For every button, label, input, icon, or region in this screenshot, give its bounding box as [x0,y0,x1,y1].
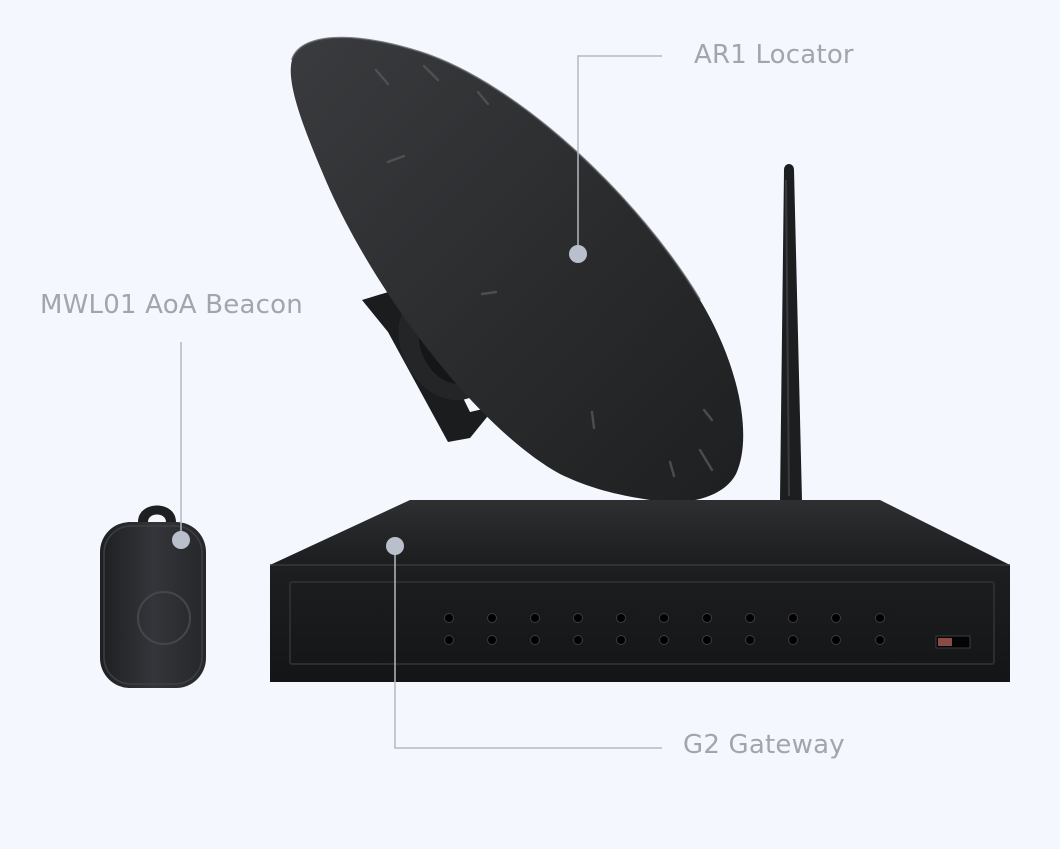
antenna [780,164,802,500]
leader-line-gateway [394,546,662,749]
g2-gateway-device [270,500,1010,682]
leader-lines [180,55,662,749]
gateway-switch [935,635,971,649]
leader-line-locator [577,55,662,254]
marker-dot-beacon [172,531,190,549]
label-g2-gateway: G2 Gateway [683,730,845,760]
ar1-locator-device [290,36,744,503]
mwl01-beacon-device [100,505,206,688]
marker-dot-locator [569,245,587,263]
marker-dot-gateway [386,537,404,555]
label-mwl01-beacon: MWL01 AoA Beacon [40,290,303,320]
marker-dots [172,245,587,555]
label-ar1-locator: AR1 Locator [694,40,854,70]
